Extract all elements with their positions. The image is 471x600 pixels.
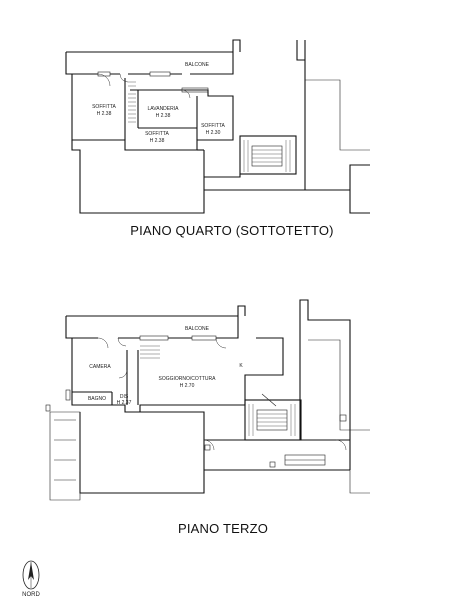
north-arrow-icon xyxy=(22,560,40,590)
lower-floor-plan: BALCONE CAMERA SOGGIORNO/COTTURA H 2.70 … xyxy=(45,299,370,501)
upper-soffitta-right-height: H 2.30 xyxy=(206,130,221,136)
upper-soffitta-right-label: SOFFITTA xyxy=(201,123,225,129)
lower-soggiorno-height: H 2.70 xyxy=(180,383,195,389)
upper-soffitta-left-height: H 2.38 xyxy=(97,111,112,117)
lower-k-label: K xyxy=(239,363,243,369)
stair-core-upper xyxy=(239,135,297,175)
upper-soffitta-mid-label: SOFFITTA xyxy=(145,131,169,137)
upper-lavanderia-label: LAVANDERIA xyxy=(148,106,180,112)
lower-plan-title: PIANO TERZO xyxy=(178,521,268,536)
stair-core-lower xyxy=(244,393,302,441)
stair-upper-internal xyxy=(128,81,136,123)
lower-bagno-label: BAGNO xyxy=(88,396,106,402)
upper-soffitta-left-label: SOFFITTA xyxy=(92,104,116,110)
lower-dis-height: H 2.37 xyxy=(117,400,132,406)
upper-lavanderia-height: H 2.38 xyxy=(156,113,171,119)
lower-dis-label: DIS xyxy=(120,394,129,400)
upper-floor-plan: BALCONE SOFFITTA H 2.38 LAVANDERIA H 2.3… xyxy=(65,39,370,214)
lower-camera-label: CAMERA xyxy=(89,364,111,370)
upper-balcone-label: BALCONE xyxy=(185,62,210,68)
stair-lower-internal xyxy=(140,345,160,359)
upper-soffitta-mid-height: H 2.38 xyxy=(150,138,165,144)
lower-balcone-label: BALCONE xyxy=(185,326,210,332)
north-label: NORD xyxy=(22,592,40,598)
lower-soggiorno-label: SOGGIORNO/COTTURA xyxy=(159,376,217,382)
upper-plan-title: PIANO QUARTO (SOTTOTETTO) xyxy=(130,223,333,238)
